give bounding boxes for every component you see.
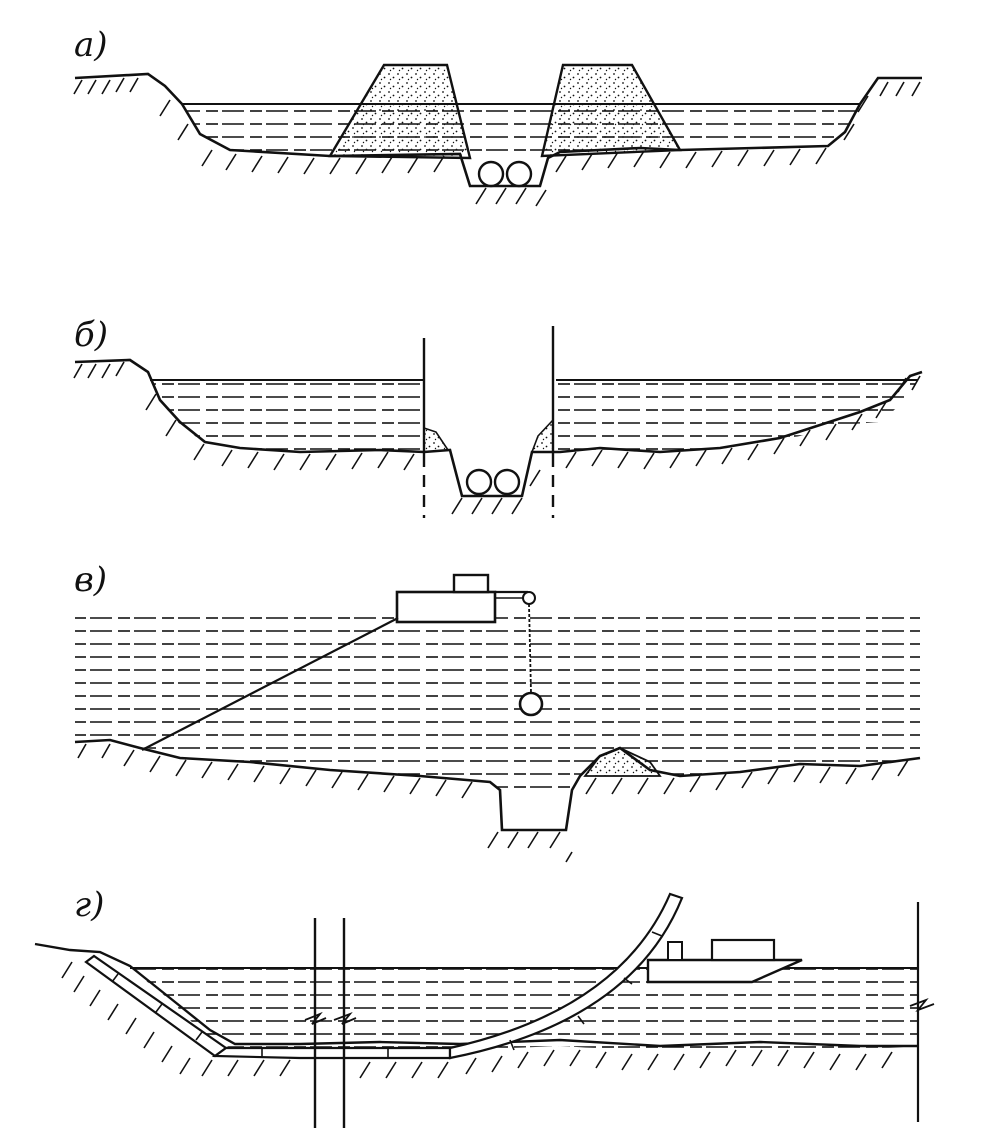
boom-pulley (522, 591, 536, 605)
vessel-hull (395, 590, 497, 624)
ground-profile-d (34, 942, 918, 1048)
panel-a (73, 63, 922, 207)
pipe-b-left (465, 468, 493, 496)
sand-heap-b-left (423, 426, 450, 453)
soil-hatching-b (73, 361, 921, 515)
sand-heap-b-right (530, 417, 554, 453)
water-b-right (556, 380, 918, 452)
boat-cabin (710, 938, 776, 962)
soil-hatching-d (61, 961, 893, 1079)
water-b (150, 380, 424, 452)
grab-bucket (518, 691, 544, 717)
panel-c (74, 573, 921, 863)
pipeline-curve (448, 892, 684, 1060)
sand-mound-c (583, 747, 662, 777)
panel-label-g: г) (74, 885, 105, 925)
water-a (182, 104, 860, 158)
panel-label-b: б) (74, 315, 109, 355)
water-d (130, 968, 918, 1052)
sand-dam-left (327, 63, 472, 160)
ground-profile-a (74, 72, 922, 188)
soil-hatching-c (77, 743, 909, 863)
panel-label-v: в) (74, 560, 108, 600)
pipe-b-right (493, 468, 521, 496)
water-c (75, 608, 920, 790)
panel-b (73, 326, 923, 518)
boat-stack (667, 941, 683, 961)
vessel-cabin (452, 573, 490, 594)
panel-d (34, 892, 935, 1128)
ground-profile-b (74, 358, 923, 498)
pipe-a-left (477, 160, 505, 188)
anchor-line (141, 617, 399, 751)
panel-label-a: а) (74, 25, 108, 65)
pipeline-bottom (211, 1046, 452, 1060)
ground-profile-c (74, 738, 921, 832)
sand-dam-right (540, 63, 683, 158)
soil-hatching-a (73, 77, 921, 207)
pipe-a-right (505, 160, 533, 188)
